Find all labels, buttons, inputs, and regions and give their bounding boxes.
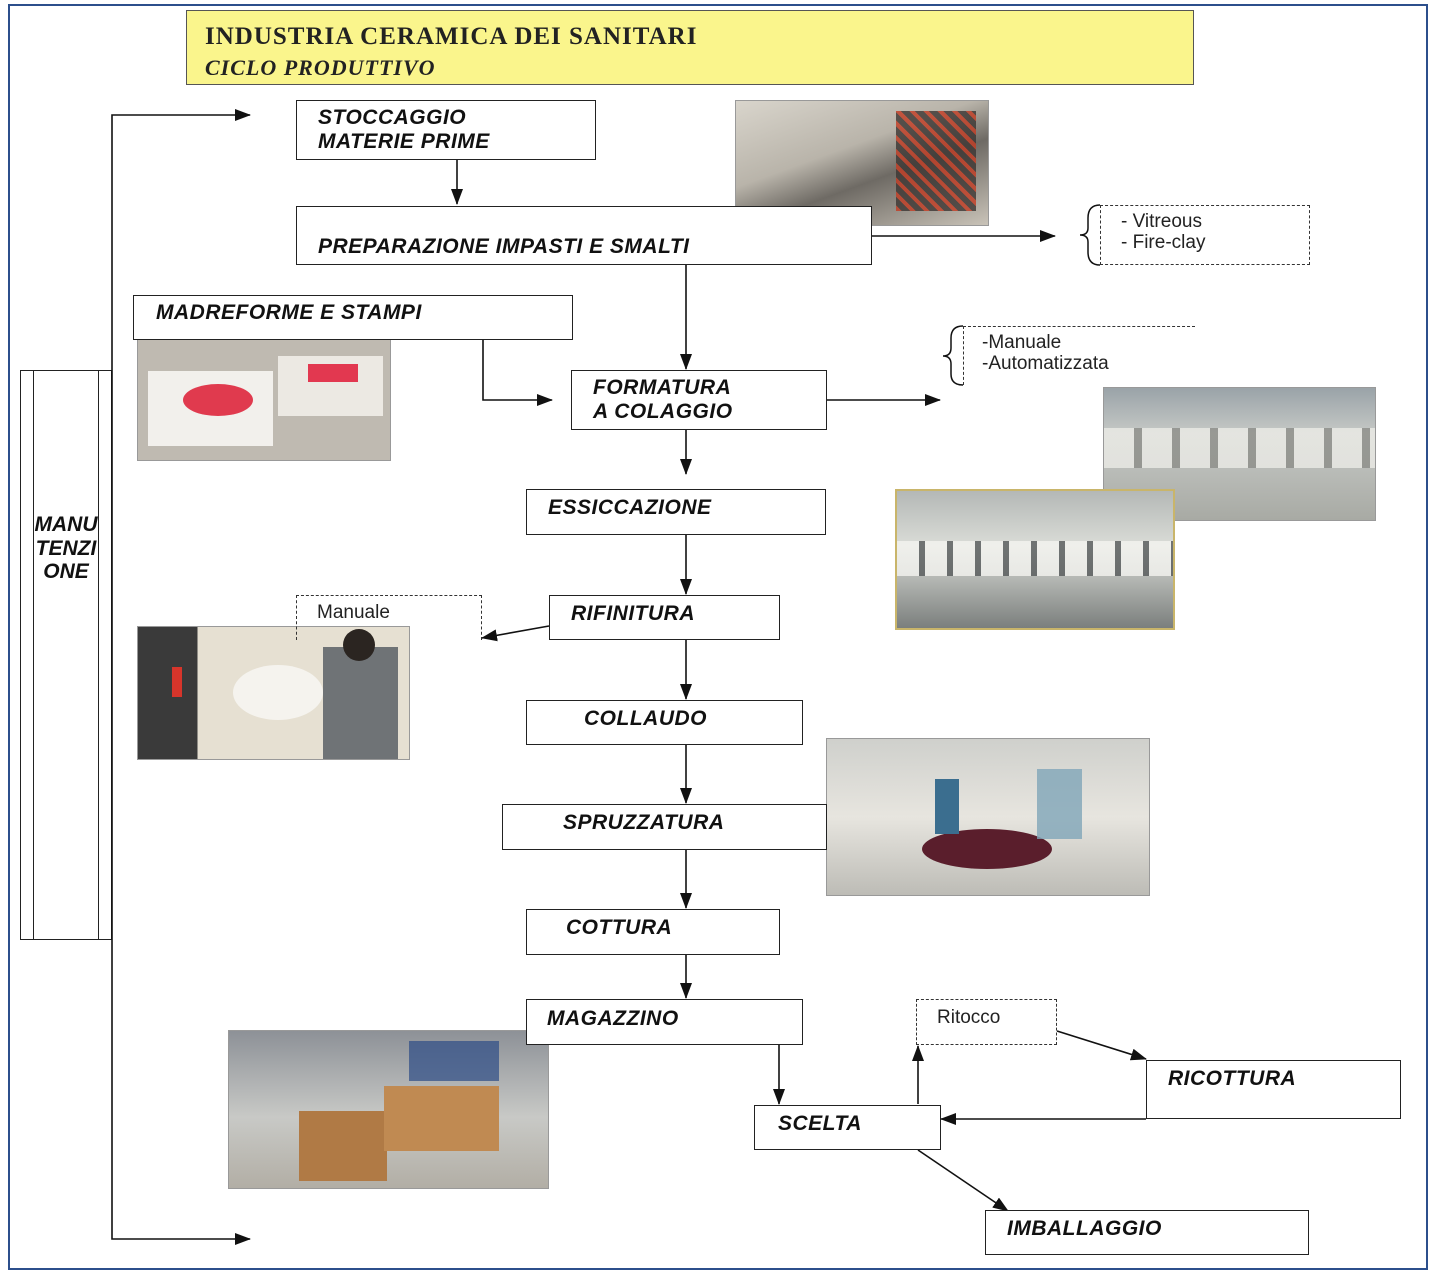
title-subtitle: CICLO PRODUTTIVO [205, 55, 436, 80]
manutenzione-label: MANUTENZIONE [34, 513, 98, 583]
step-scelta-label: SCELTA [778, 1112, 862, 1135]
step-stoccaggio: STOCCAGGIO MATERIE PRIME [296, 100, 596, 160]
step-collaudo-label: COLLAUDO [584, 707, 707, 730]
step-spruzzatura: SPRUZZATURA [502, 804, 827, 850]
step-preparazione-label: PREPARAZIONE IMPASTI E SMALTI [318, 235, 690, 258]
photo-finishing [137, 626, 410, 760]
note-impasti-box: - Vitreous - Fire-clay [1100, 205, 1310, 265]
note-rifinitura-box: Manuale [296, 595, 482, 640]
step-spruzzatura-label: SPRUZZATURA [563, 811, 725, 834]
note-automatizzata: -Automatizzata [982, 353, 1109, 374]
manutenzione-box: MANUTENZIONE [20, 370, 112, 940]
photo-molds [137, 335, 391, 461]
step-formatura-line2: A COLAGGIO [593, 400, 733, 423]
step-cottura: COTTURA [526, 909, 780, 955]
photo-spraying [826, 738, 1150, 896]
note-ritocco-box: Ritocco [916, 999, 1057, 1045]
title-box: INDUSTRIA CERAMICA DEI SANITARI CICLO PR… [186, 10, 1194, 85]
photo-warehouse [228, 1030, 549, 1189]
step-essiccazione-label: ESSICCAZIONE [548, 496, 712, 519]
note-formatura-box: -Manuale -Automatizzata [963, 326, 1195, 385]
step-essiccazione: ESSICCAZIONE [526, 489, 826, 535]
step-ricottura: RICOTTURA [1146, 1060, 1401, 1119]
step-imballaggio-label: IMBALLAGGIO [1007, 1217, 1162, 1240]
step-ricottura-label: RICOTTURA [1168, 1067, 1297, 1090]
manutenzione-inner: MANUTENZIONE [33, 371, 99, 939]
step-madreforme-label: MADREFORME E STAMPI [156, 301, 422, 324]
note-manuale-formatura: -Manuale [982, 332, 1062, 353]
step-imballaggio: IMBALLAGGIO [985, 1210, 1309, 1255]
step-magazzino: MAGAZZINO [526, 999, 803, 1045]
step-preparazione: PREPARAZIONE IMPASTI E SMALTI [296, 206, 872, 265]
photo-raw-materials [735, 100, 989, 226]
diagram-frame [8, 4, 1428, 1270]
step-madreforme: MADREFORME E STAMPI [133, 295, 573, 340]
note-vitreous: - Vitreous [1121, 211, 1202, 232]
note-ritocco: Ritocco [937, 1007, 1001, 1028]
step-formatura-line1: FORMATURA [593, 376, 732, 399]
note-manuale-rifinitura: Manuale [317, 602, 390, 623]
step-formatura: FORMATURA A COLAGGIO [571, 370, 827, 430]
step-cottura-label: COTTURA [566, 916, 673, 939]
step-rifinitura: RIFINITURA [549, 595, 780, 640]
photo-casting-line-2 [895, 489, 1175, 630]
step-stoccaggio-line2: MATERIE PRIME [318, 130, 490, 153]
step-stoccaggio-line1: STOCCAGGIO [318, 106, 467, 129]
step-scelta: SCELTA [754, 1105, 941, 1150]
photo-casting-line-1 [1103, 387, 1376, 521]
step-rifinitura-label: RIFINITURA [571, 602, 695, 625]
title-main: INDUSTRIA CERAMICA DEI SANITARI [205, 23, 698, 50]
note-fire-clay: - Fire-clay [1121, 232, 1206, 253]
step-collaudo: COLLAUDO [526, 700, 803, 745]
step-magazzino-label: MAGAZZINO [547, 1007, 679, 1030]
